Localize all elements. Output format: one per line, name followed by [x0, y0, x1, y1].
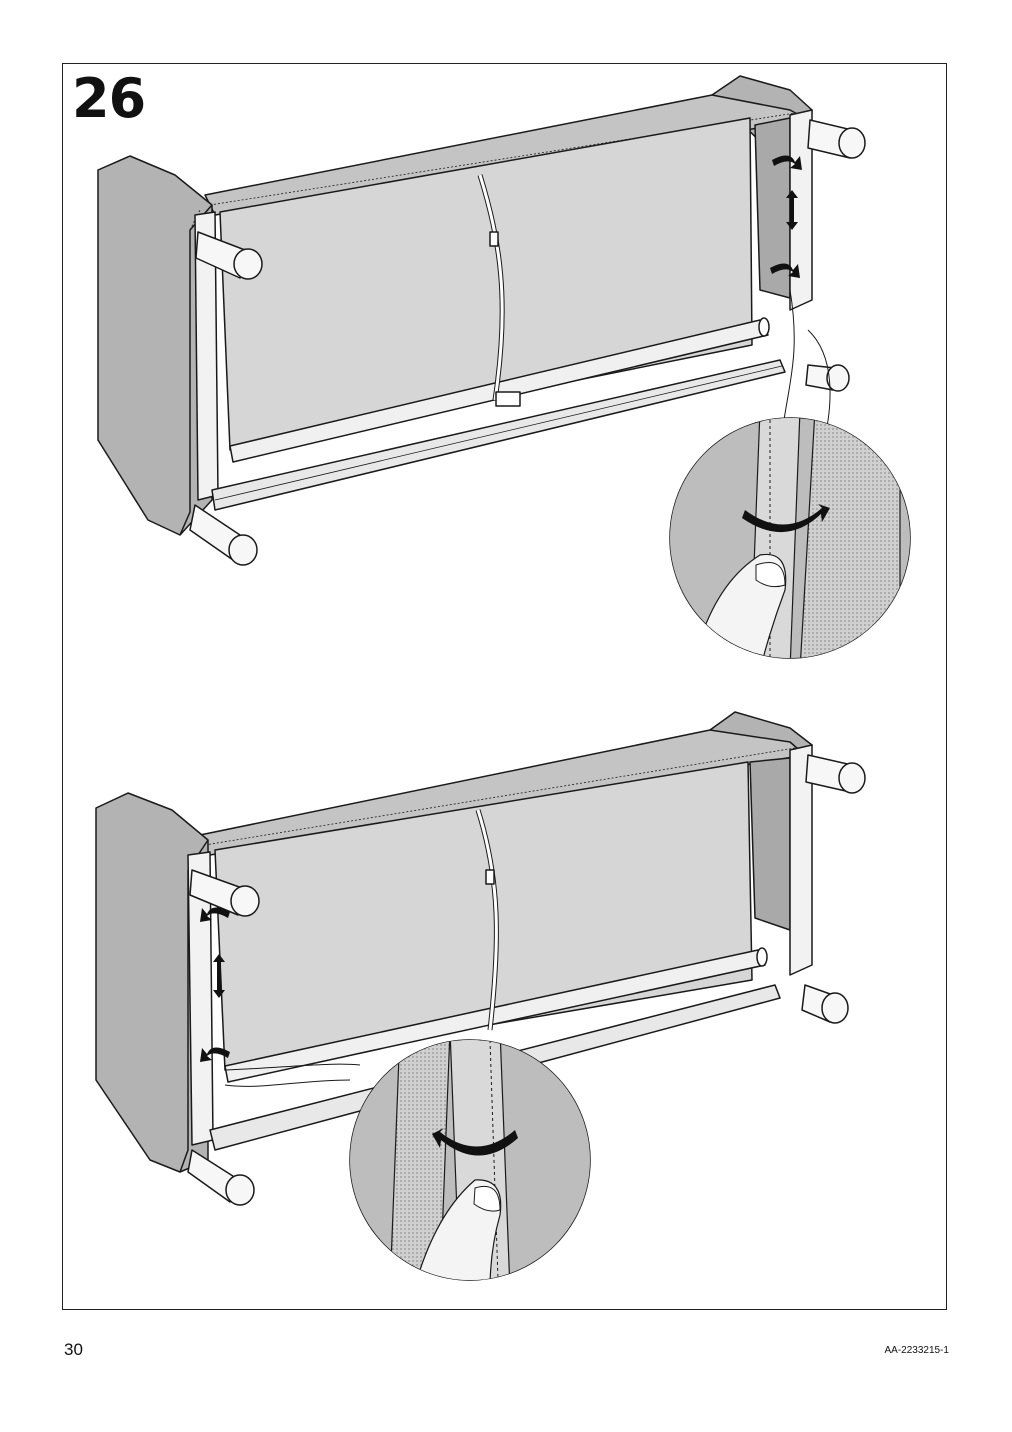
detail-circle-upper [669, 417, 911, 659]
sofa-upper-illustration [97, 75, 866, 566]
document-code: AA-2233215-1 [884, 1345, 950, 1356]
instruction-frame [62, 63, 947, 1310]
detail-circle-lower [349, 1039, 591, 1281]
step-number: 26 [72, 67, 146, 130]
page-number: 30 [64, 1340, 83, 1359]
